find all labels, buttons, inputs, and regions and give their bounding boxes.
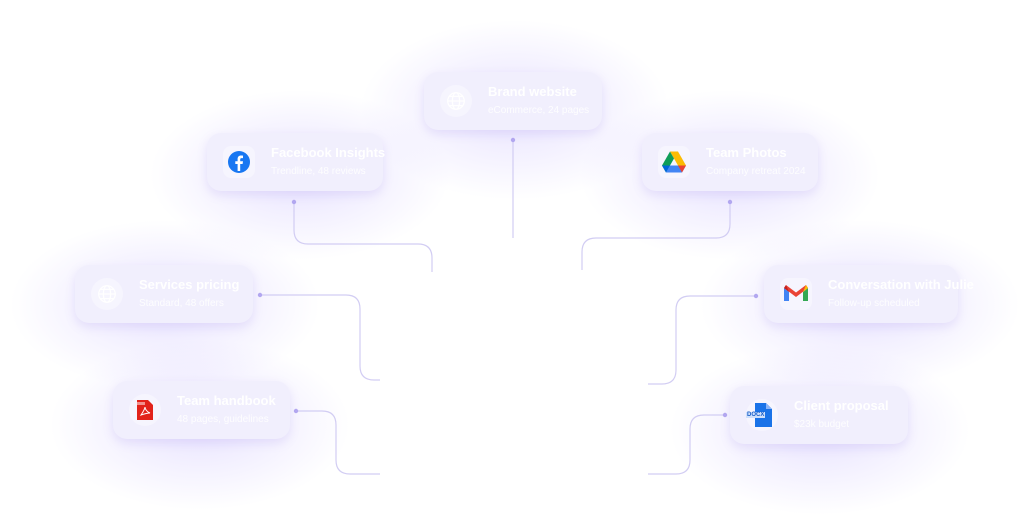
card-facebook-insights[interactable]: Facebook Insights Trendline, 48 reviews [207, 133, 386, 191]
card-title: Facebook Insights [271, 145, 386, 160]
docx-label: DOCX [746, 412, 766, 418]
globe-icon [440, 85, 472, 117]
card-team-handbook[interactable]: Team handbook 48 pages, guidelines [113, 381, 290, 439]
gmail-icon [780, 278, 812, 310]
card-subtitle: $23k budget [794, 419, 850, 430]
card-title: Services pricing [139, 277, 240, 292]
pdf-icon [129, 394, 161, 426]
connector-photos [581, 202, 731, 270]
google-drive-icon [658, 146, 690, 178]
connector-dot [753, 293, 759, 299]
card-title: Client proposal [794, 398, 889, 413]
card-services-pricing[interactable]: Services pricing Standard, 48 offers [75, 265, 253, 323]
card-team-photos[interactable]: Team Photos Company retreat 2024 [642, 133, 818, 191]
card-subtitle: eCommerce, 24 pages [488, 105, 590, 116]
card-title: Conversation with Julie [828, 277, 974, 292]
connector-handbook [296, 410, 380, 475]
connector-facebook [293, 202, 433, 272]
connector-dot [291, 199, 297, 205]
card-brand-website[interactable]: Brand website eCommerce, 24 pages [424, 72, 602, 130]
facebook-icon [223, 146, 255, 178]
card-subtitle: Standard, 48 offers [139, 298, 224, 309]
connector-dot [257, 292, 263, 298]
card-subtitle: 48 pages, guidelines [177, 414, 269, 425]
connector-dot [722, 412, 728, 418]
connector-proposal [648, 414, 725, 475]
card-title: Team Photos [706, 145, 787, 160]
connector-julie [648, 295, 756, 385]
card-conversation-julie[interactable]: Conversation with Julie Follow-up schedu… [764, 265, 974, 323]
card-client-proposal[interactable]: DOCX Client proposal $23k budget [730, 386, 908, 444]
card-subtitle: Company retreat 2024 [706, 166, 806, 177]
card-subtitle: Trendline, 48 reviews [271, 166, 366, 177]
globe-icon [91, 278, 123, 310]
card-subtitle: Follow-up scheduled [828, 298, 920, 309]
card-title: Team handbook [177, 393, 276, 408]
connector-dot [727, 199, 733, 205]
card-title: Brand website [488, 84, 577, 99]
connector-services [260, 294, 380, 381]
connector-dot [293, 408, 299, 414]
docx-icon: DOCX [746, 399, 778, 431]
connector-dot [510, 137, 516, 143]
